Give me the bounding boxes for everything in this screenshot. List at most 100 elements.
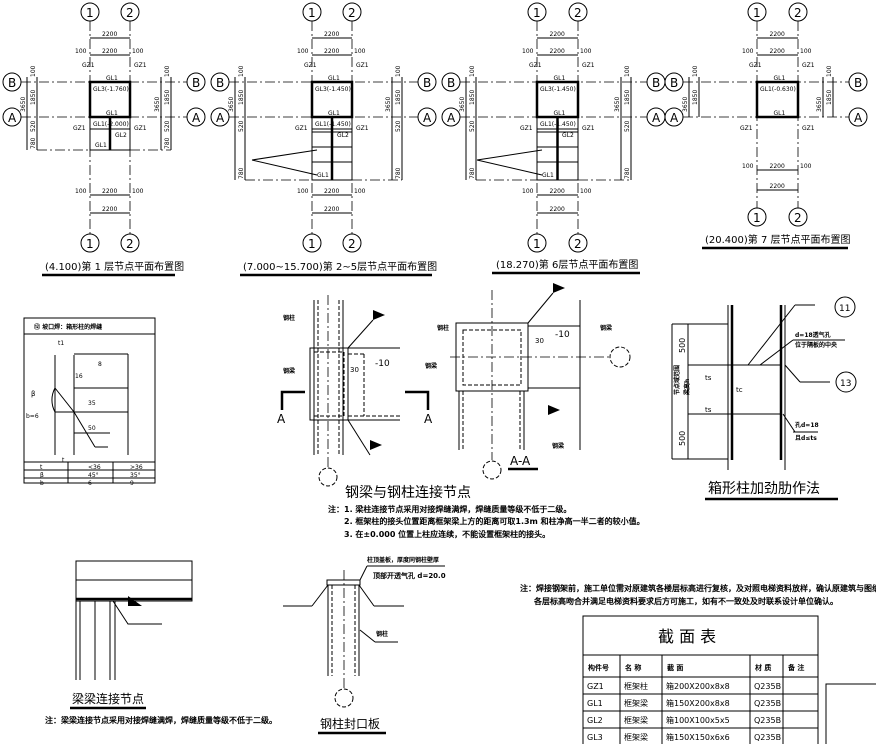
weld-detail: ⑫ 坡口焊：箱形柱的焊缝 t1 8 16 35 50 β b=6 t t<36>…: [23, 317, 156, 487]
weld-flag-icon: [548, 405, 560, 415]
grid-a: A: [854, 111, 863, 125]
grid-1: 1: [86, 6, 94, 20]
section-table-cell: 箱150X200x8x8: [666, 698, 730, 708]
member-beam-label: GL3(-1.760): [93, 86, 129, 93]
dim-780: 780: [469, 167, 476, 179]
member-gz1: GZ1: [356, 125, 369, 132]
member-gl1: GL1: [328, 110, 340, 117]
dim-b: b=6: [26, 413, 39, 420]
dim-3650: 3650: [20, 97, 27, 112]
label-steel-beam: 钢梁: [283, 367, 295, 375]
dim-1850: 1850: [164, 90, 171, 105]
grid-b: B: [670, 76, 678, 90]
member-gl1: GL1: [774, 110, 786, 117]
section-table-cell: Q235B: [754, 716, 781, 725]
grid-2: 2: [348, 6, 356, 20]
member-gz1: GZ1: [134, 125, 147, 132]
dim-label: 100: [522, 48, 534, 55]
dim-label: 100: [742, 48, 754, 55]
dim-3650: 3650: [614, 97, 621, 112]
dim-label: 100: [742, 163, 754, 170]
grid-a: A: [447, 111, 456, 125]
dim-30: 30: [535, 337, 544, 345]
dim-100: 100: [164, 65, 171, 77]
weld-table-cell: 35°: [130, 472, 141, 479]
section-table-cell: Q235B: [754, 733, 781, 742]
member-gl1: GL1: [95, 142, 107, 149]
dim-label: 2200: [324, 188, 339, 195]
member-beam-label: GL3(-1.450): [315, 86, 351, 93]
dim-100: 100: [624, 65, 631, 77]
member-mid-label: GL1(-2.000): [93, 121, 129, 128]
member-gz1: GZ1: [295, 125, 308, 132]
grid-b-bubble: [186, 72, 206, 92]
grid-2: 2: [348, 237, 356, 251]
label-steel-column: 钢柱: [283, 314, 295, 322]
label-vent: d=18透气孔: [795, 331, 831, 339]
weld-flag-icon: [373, 310, 385, 320]
plan-2-title: (7.000~15.700)第 2~5层节点平面布置图: [243, 260, 437, 273]
label-beam-height: 梁高h: [683, 379, 691, 395]
weld-table-cell: β: [40, 472, 44, 479]
dim-520: 520: [164, 120, 171, 132]
grid-a: A: [8, 111, 17, 125]
ref-11: 11: [839, 304, 850, 314]
plan-3-title: (18.270)第 6层节点平面布置图: [496, 258, 638, 271]
section-table-header: 名 称: [625, 663, 641, 672]
grid-1: 1: [753, 6, 761, 20]
grid-a-bubble: [186, 107, 206, 127]
dim-1850: 1850: [826, 90, 833, 105]
grid-2: 2: [574, 6, 582, 20]
dim-label: 2200: [324, 31, 339, 38]
note-line-2: 2. 框架柱的接头位置距离框架梁上方的距离可取1.3m 和柱净高一半二者的较小值…: [344, 516, 645, 526]
dim-3650: 3650: [228, 97, 235, 112]
dim-label: 2200: [550, 206, 565, 213]
label-hole-2: 且d≤ts: [795, 434, 817, 442]
grid-a: A: [216, 111, 225, 125]
dim-label: 100: [580, 48, 592, 55]
dim-t: t: [62, 457, 65, 464]
section-table-cell: GL3: [587, 733, 603, 742]
weld-table-cell: b: [40, 480, 44, 487]
dim-500: 500: [678, 338, 687, 353]
member-gz1: GZ1: [582, 125, 595, 132]
member-gz1: GZ1: [749, 62, 762, 69]
dim-label: 100: [354, 188, 366, 195]
section-table-cell: 框架梁: [624, 698, 648, 708]
dim-label: 100: [132, 48, 144, 55]
label-steel-beam: 钢梁: [600, 324, 612, 332]
cap-label-2: 顶部开透气孔 d=20.0: [373, 571, 446, 580]
member-gl1: GL1: [317, 172, 329, 179]
dim-label: 2200: [102, 31, 117, 38]
ref-bubble-13: [835, 371, 857, 393]
section-mark-right: A: [424, 412, 433, 426]
section-title: A-A: [510, 454, 531, 468]
plan-4-title: (20.400)第 7 层节点平面布置图: [705, 233, 851, 246]
member-beam-label: GL3(-1.450): [540, 86, 576, 93]
dim-520: 520: [238, 120, 245, 132]
dim-label: 100: [75, 48, 87, 55]
member-gz1: GZ1: [802, 62, 815, 69]
section-table-header: 截 面: [667, 663, 683, 672]
dim-3650: 3650: [385, 97, 392, 112]
dim-100: 100: [469, 65, 476, 77]
dim-label: 100: [800, 163, 812, 170]
label-hole-1: 孔d=18: [795, 421, 819, 429]
weld-table-cell: 9: [130, 480, 134, 487]
dim-780: 780: [624, 167, 631, 179]
dim-520: 520: [624, 120, 631, 132]
weld-table-cell: >36: [130, 464, 143, 471]
beam-frame: [755, 80, 800, 119]
section-table-header: 构件号: [588, 663, 609, 672]
dim-520: 520: [30, 120, 37, 132]
dim-label: 100: [522, 188, 534, 195]
member-gz1: GZ1: [134, 62, 147, 69]
dim-label: 100: [75, 188, 87, 195]
dim-100: 100: [826, 65, 833, 77]
grid-1: 1: [533, 6, 541, 20]
dim-1850: 1850: [692, 90, 699, 105]
